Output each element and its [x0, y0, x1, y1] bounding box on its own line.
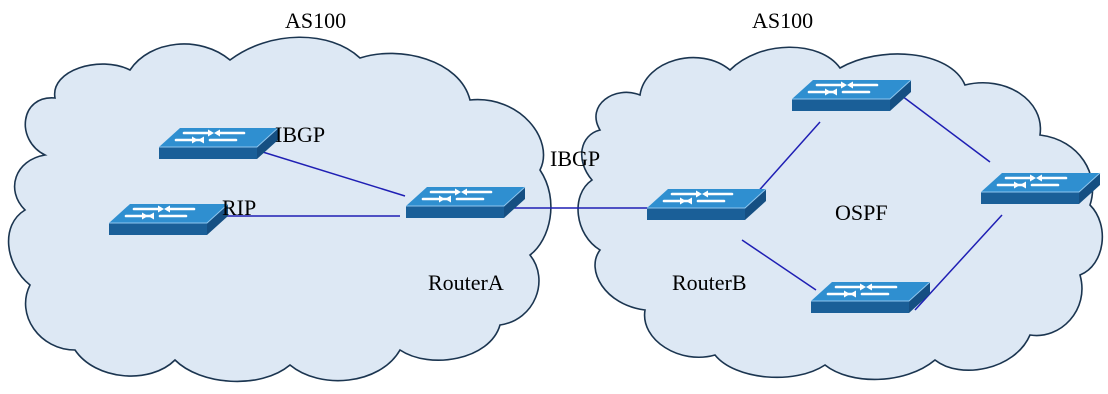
switch-icon — [404, 185, 527, 220]
router-a-label: RouterA — [428, 270, 504, 295]
as-right-cloud — [577, 46, 1104, 381]
router-b-label: RouterB — [672, 270, 747, 295]
ospf-label: OSPF — [835, 200, 888, 225]
switch-icon — [809, 280, 932, 315]
switch-icon — [645, 187, 768, 222]
ibgp-internal-label: IBGP — [275, 122, 325, 147]
switch-icon — [157, 126, 280, 161]
ibgp-link-label: IBGP — [550, 146, 600, 171]
switch-icon — [979, 171, 1102, 206]
link-ibgp-peer-router-a — [239, 144, 406, 197]
switch-icon — [790, 78, 913, 113]
network-links — [205, 95, 1003, 311]
link-router-b-ospf-bottom — [741, 239, 817, 291]
as-right-label: AS100 — [752, 8, 813, 33]
link-router-b-ospf-top — [754, 121, 821, 196]
as-left-label: AS100 — [285, 8, 346, 33]
as-left-cloud — [7, 36, 552, 383]
link-ospf-top-ospf-right — [901, 95, 991, 163]
rip-label: RIP — [222, 195, 256, 220]
switch-icon — [107, 202, 230, 237]
